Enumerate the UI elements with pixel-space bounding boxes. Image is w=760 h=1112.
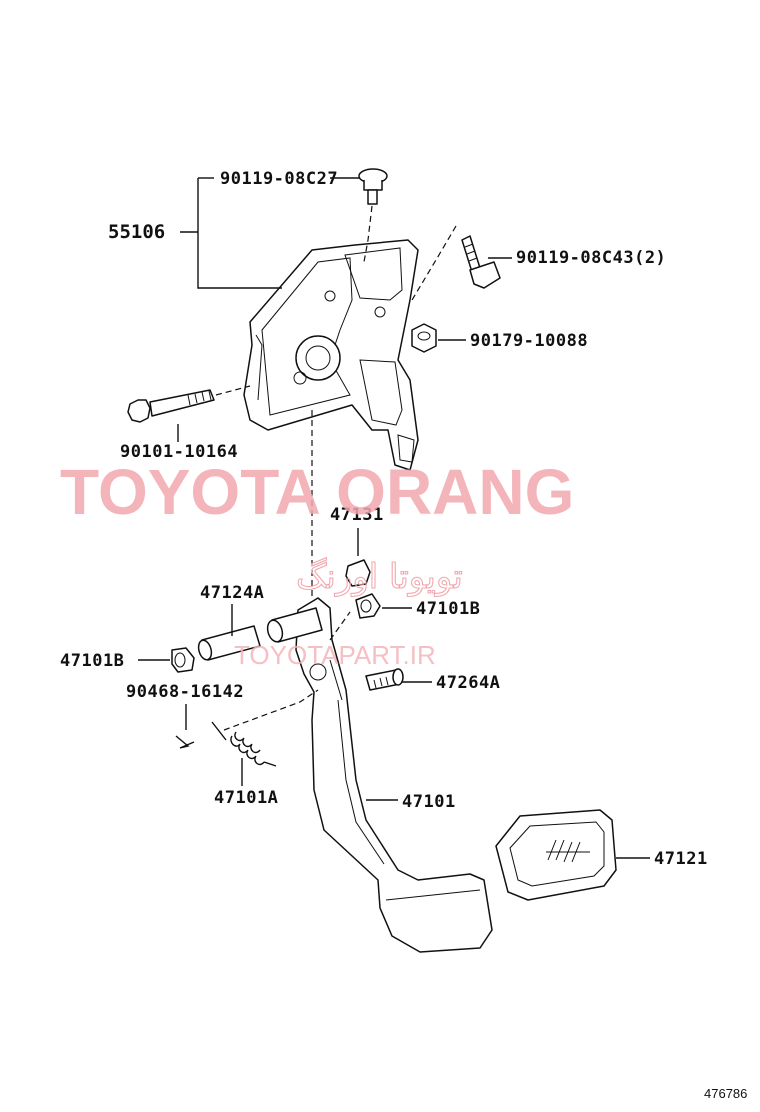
leader-lines [138,177,650,859]
watermark-url: TOYOTAPART.IR [234,640,436,670]
label-47101A: 47101A [214,788,278,808]
label-47101B-right: 47101B [416,599,480,619]
pedal-bracket-55106 [243,239,419,471]
label-47131: 47131 [330,505,384,525]
label-55106: 55106 [108,221,165,243]
watermark-toyota-orang: TOYOTA ORANG [60,456,574,528]
label-47124A: 47124A [200,583,264,603]
bolt-90101-10164 [127,389,215,423]
document-number: 476786 [704,1086,747,1101]
clip-90468-16142 [175,735,195,749]
pin-47264A [365,668,404,691]
bushing-47101B-left [171,647,195,673]
spring-47101A [211,721,277,767]
pedal-pad-47121 [495,809,617,901]
label-90119-08C27: 90119-08C27 [220,169,338,189]
brake-pedal-arm-47101 [295,597,493,953]
label-90119-08C43: 90119-08C43(2) [516,248,666,268]
watermark-persian: تویوتا اورنگ [296,557,463,597]
stopper-47131 [345,559,371,587]
label-47121: 47121 [654,849,708,869]
pedal-shaft-boss [266,607,323,643]
label-47101: 47101 [402,792,456,812]
label-90468-16142: 90468-16142 [126,682,244,702]
label-90179-10088: 90179-10088 [470,331,588,351]
collar-47124A [197,625,261,661]
bushing-47101B-right [355,593,381,619]
label-90101-10164: 90101-10164 [120,442,238,462]
bolt-90119-08C43 [461,235,501,289]
label-47101B-left: 47101B [60,651,124,671]
bolt-90119-08C27 [358,168,388,205]
label-47264A: 47264A [436,673,500,693]
nut-90179-10088 [411,323,437,353]
